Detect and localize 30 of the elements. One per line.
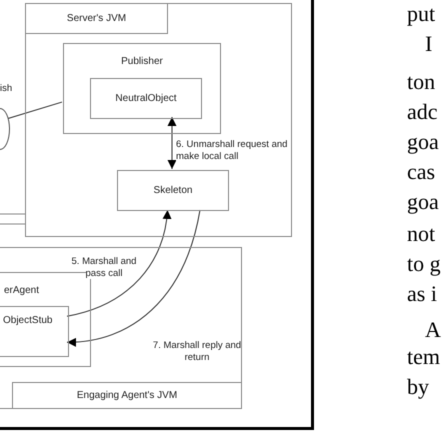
arrow: [66, 210, 200, 346]
page-text-fragment: goa: [407, 130, 439, 154]
page-text-fragment: by: [407, 375, 429, 399]
arrow: [66, 210, 172, 317]
page-text-fragment: to g: [407, 252, 441, 276]
page-text-fragment: put: [407, 2, 436, 26]
component-box: [0, 306, 69, 357]
arrow: [168, 116, 176, 170]
page-text-fragment: tem: [407, 345, 440, 369]
edge-label: 5. Marshall and pass call: [70, 256, 138, 280]
page-text-fragment: I: [425, 32, 432, 56]
page-text-fragment: ton: [407, 70, 436, 94]
component-name: ObjectStub: [2, 314, 54, 328]
page-text-fragment: adc: [407, 100, 438, 124]
component-box: [90, 78, 202, 119]
component-name: Skeleton: [152, 184, 194, 198]
jvm-title-tab: Server's JVM: [25, 3, 168, 34]
page-text-fragment: goa: [407, 190, 439, 214]
page-text-fragment: not: [407, 222, 436, 246]
page-text-fragment: as i: [407, 282, 437, 306]
jvm-title-tab: Engaging Agent's JVM: [12, 382, 242, 409]
component-name: NeutralObject: [114, 92, 178, 106]
page-text-fragment: A: [425, 318, 441, 342]
component-box: [117, 170, 229, 211]
component-name: Publisher: [120, 55, 164, 69]
page-text-fragment: cas: [407, 160, 436, 184]
edge-label: 6. Unmarshall request and make local call: [176, 139, 288, 163]
component-box: [63, 43, 221, 134]
jvm-frame: [25, 3, 292, 237]
component-name: erAgent: [4, 284, 40, 298]
